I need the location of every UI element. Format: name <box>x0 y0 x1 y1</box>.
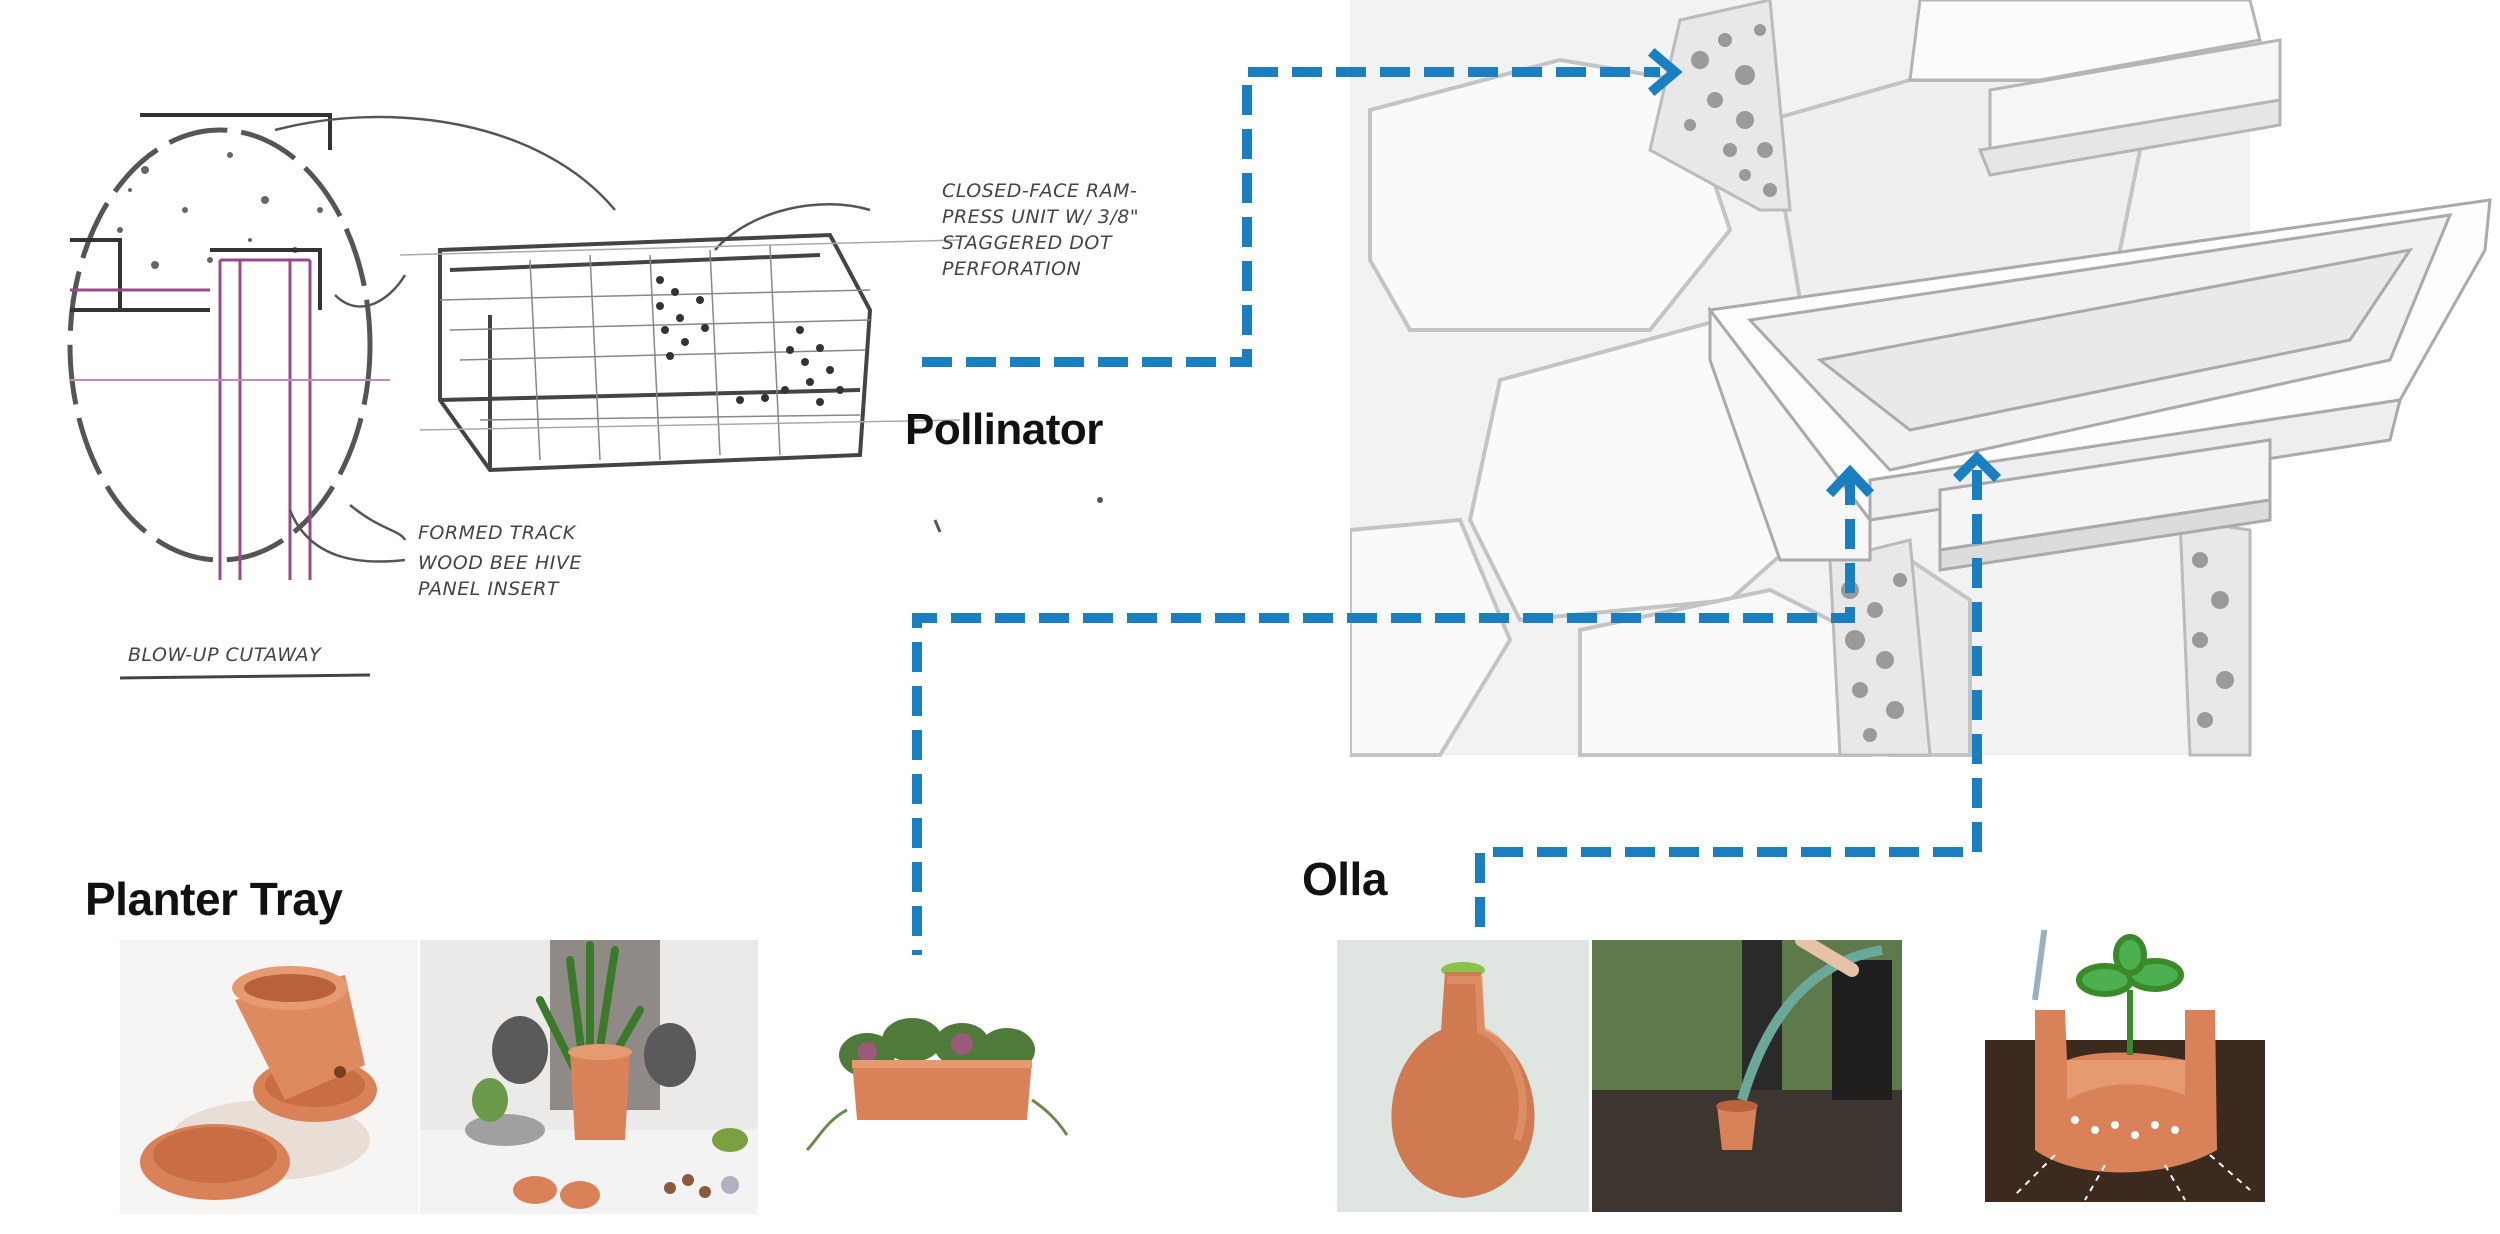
chevron-arrow-icon <box>1647 47 1683 97</box>
olla-vessel-photo <box>1337 940 1589 1212</box>
modular-wall-render <box>1350 0 2500 760</box>
sketch-note-wood-beehive: WOOD BEE HIVE PANEL INSERT <box>418 552 582 600</box>
sketch-drawing <box>67 113 1103 680</box>
sketch-note-closed-face: CLOSED-FACE RAM-PRESS UNIT W/ 3/8" STAGG… <box>942 180 1140 280</box>
olla-watering-photo <box>1592 940 1902 1212</box>
olla-diagram-illustration <box>1985 930 2265 1202</box>
chevron-arrow-icon <box>1825 464 1875 498</box>
chevron-arrow-icon <box>1952 450 2002 483</box>
sketch-note-blow-up-cutaway: BLOW-UP CUTAWAY <box>128 644 322 666</box>
render-drawing <box>1350 0 2492 757</box>
concept-sketch <box>60 60 1280 710</box>
sketch-note-formed-track: FORMED TRACK <box>418 522 576 544</box>
olla-label: Olla <box>1302 853 1387 905</box>
planter-tray-label: Planter Tray <box>85 873 343 925</box>
rectangular-planter-photo <box>797 1000 1077 1214</box>
potting-plant-photo <box>420 940 758 1214</box>
pollinator-label: Pollinator <box>905 405 1103 454</box>
terracotta-pots-photo <box>120 940 418 1214</box>
